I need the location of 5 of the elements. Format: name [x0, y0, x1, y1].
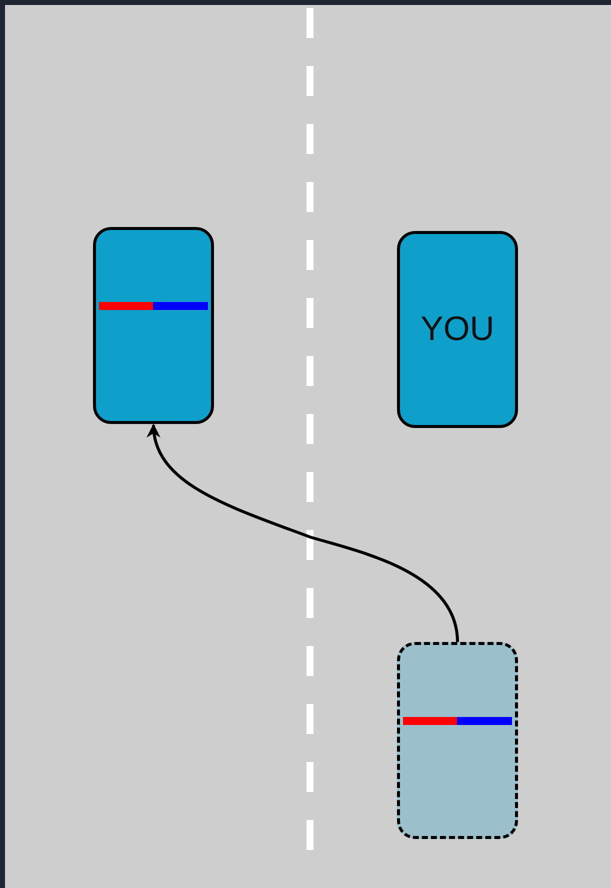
arrow [148, 424, 459, 642]
car-box [397, 231, 518, 428]
car-drawing [93, 227, 214, 424]
car-drawing [397, 642, 518, 839]
car-label: YOU [420, 310, 494, 349]
